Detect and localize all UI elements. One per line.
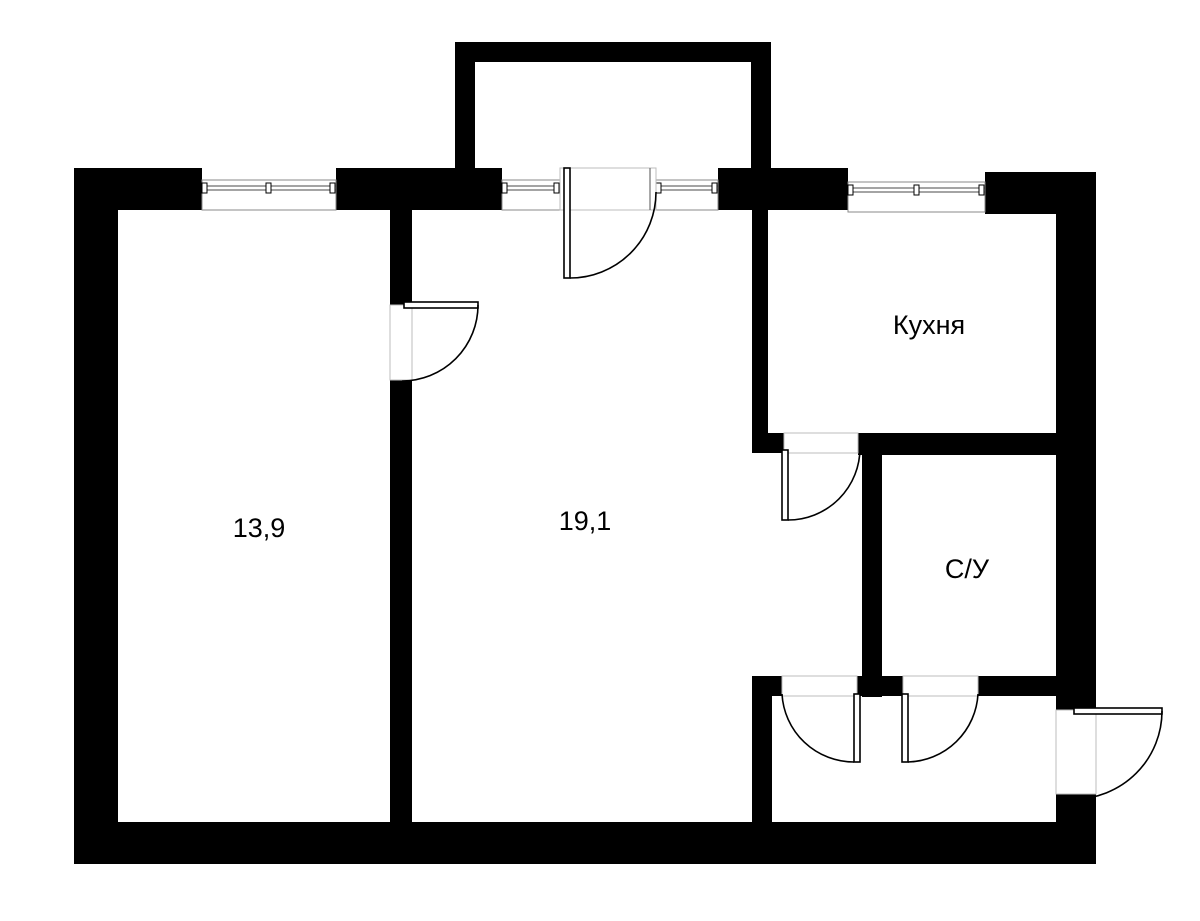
- door-balcony: [559, 167, 657, 279]
- balcony-walls: [455, 42, 771, 170]
- outer-walls: [74, 168, 1096, 864]
- door-hall-left: [781, 675, 861, 763]
- room-label-room-2: 19,1: [559, 506, 612, 536]
- window-balcony-left: [501, 179, 561, 211]
- window-kitchen: [847, 181, 986, 213]
- door-room-1: [389, 301, 479, 382]
- door-kitchen: [781, 432, 861, 521]
- door-bathroom: [901, 675, 979, 763]
- room-label-kitchen: Кухня: [893, 310, 965, 340]
- room-label-bathroom: С/У: [945, 554, 990, 584]
- door-entrance: [1055, 707, 1163, 800]
- window-balcony-right: [655, 179, 719, 211]
- interior-walls: [390, 205, 1058, 824]
- window-left: [201, 179, 337, 211]
- room-label-room-1: 13,9: [233, 513, 286, 543]
